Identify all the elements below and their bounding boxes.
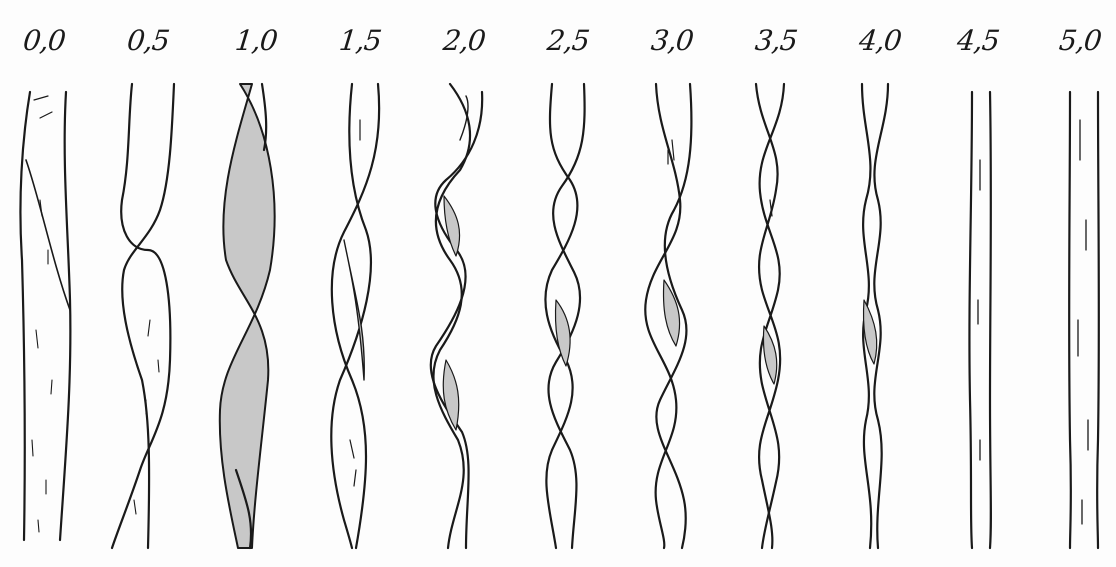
fiber-0-5 xyxy=(112,84,174,548)
fiber-5-0 xyxy=(1069,92,1099,548)
fiber-3-0 xyxy=(645,84,691,548)
fiber-1-5 xyxy=(331,84,379,548)
fiber-2-0 xyxy=(431,84,482,548)
fiber-2-5 xyxy=(545,84,584,548)
fiber-4-0 xyxy=(862,84,888,548)
fiber-0-0 xyxy=(20,92,70,540)
fiber-3-5 xyxy=(756,84,784,548)
fiber-1-0 xyxy=(220,84,275,548)
fiber-4-5 xyxy=(969,92,990,548)
